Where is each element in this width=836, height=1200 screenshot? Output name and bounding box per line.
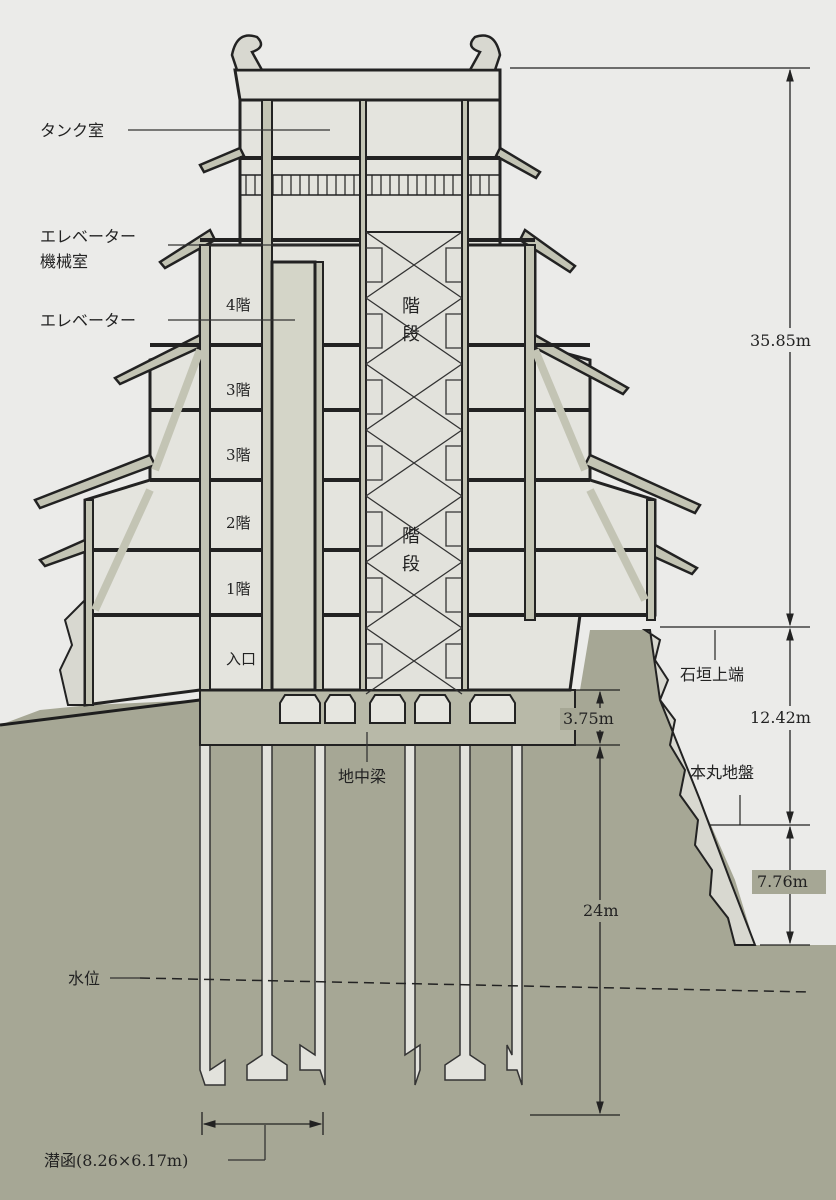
label-elevator: エレベーター [40, 311, 136, 330]
label-stone-wall-top: 石垣上端 [680, 665, 744, 684]
stairs-label-top-2: 段 [402, 324, 420, 345]
roof-ornament-left [230, 34, 265, 72]
stair-flight [365, 429, 463, 497]
stair-flight [365, 627, 463, 695]
room-label-1f: 1階 [226, 580, 251, 598]
stair-flight [365, 231, 463, 299]
stairs-label-bottom-1: 階 [402, 526, 420, 547]
dim-ground-beam-depth: 3.75m [563, 709, 614, 728]
braces [91, 348, 649, 612]
dim-pile-depth: 24m [583, 901, 619, 920]
label-tank-room: タンク室 [40, 121, 104, 140]
label-honmaru-ground: 本丸地盤 [690, 763, 754, 782]
roof-ornament-right [467, 34, 502, 72]
balcony-railing [240, 174, 500, 196]
room-label-3f-upper: 3階 [226, 381, 251, 399]
label-elevator-machine-room-line1: エレベーター [40, 227, 136, 246]
elevator-shaft [270, 260, 317, 692]
top-roof [233, 68, 502, 102]
stairs-label-top-1: 階 [402, 296, 420, 317]
stair-flight [365, 297, 463, 365]
stone-wall-right [641, 629, 757, 946]
room-label-entrance: 入口 [226, 650, 256, 668]
stair-flight [365, 495, 463, 563]
dim-stone-wall-height: 12.42m [750, 708, 811, 727]
staircase [365, 231, 463, 695]
top-floor [238, 98, 502, 247]
stair-flight [365, 561, 463, 629]
room-label-4f: 4階 [226, 296, 251, 314]
stairs-label-bottom-2: 段 [402, 554, 420, 575]
label-ground-beam: 地中梁 [338, 767, 386, 786]
dimension-labels: 35.85m 12.42m 7.76m 3.75m 24m [560, 328, 826, 922]
label-caisson: 潜函(8.26×6.17m) [44, 1151, 188, 1170]
foundation-openings [279, 694, 516, 724]
stair-flight [365, 363, 463, 431]
label-water-level: 水位 [68, 969, 100, 988]
leader-lines [110, 129, 741, 1161]
dim-honmaru-height: 7.76m [757, 872, 808, 891]
dim-total-height: 35.85m [750, 331, 811, 350]
label-elevator-machine-room-line2: 機械室 [40, 252, 88, 271]
room-label-3f-lower: 3階 [226, 446, 251, 464]
room-label-2f: 2階 [226, 514, 251, 532]
caisson-piles [199, 744, 523, 1086]
